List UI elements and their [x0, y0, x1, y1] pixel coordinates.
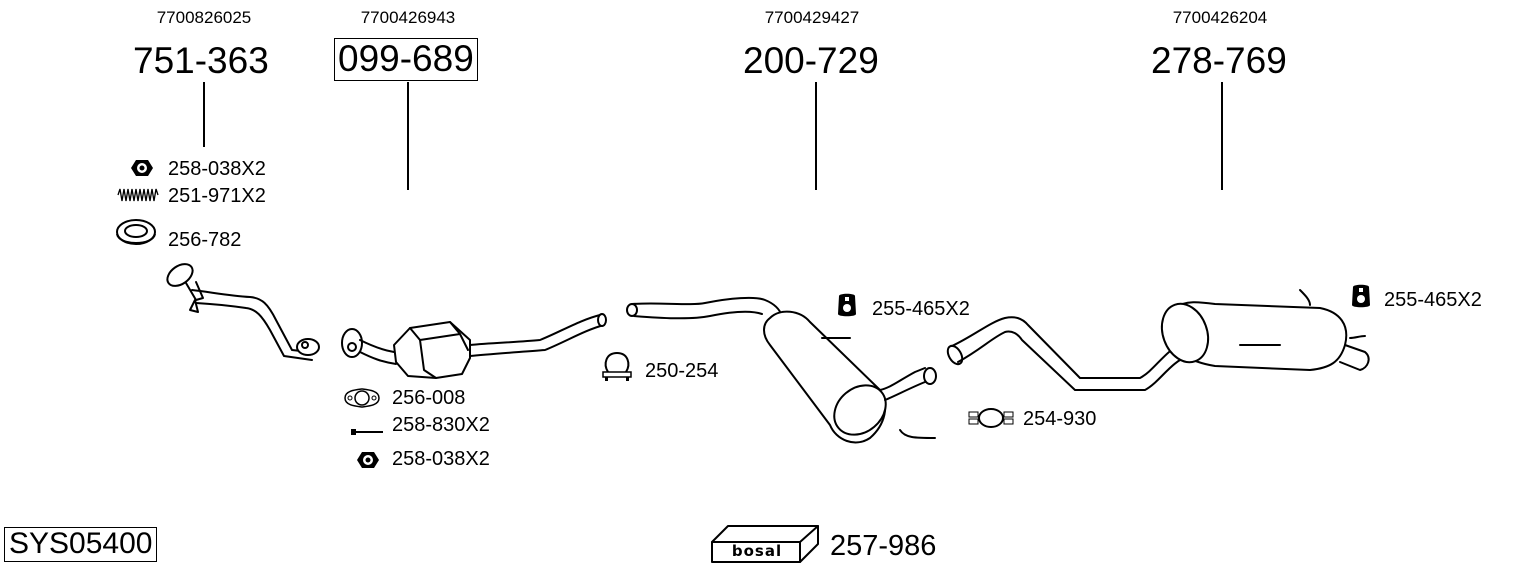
nut-icon — [131, 160, 153, 176]
accessory-label[interactable]: 258-038X2 — [392, 448, 490, 470]
accessory-label[interactable]: 258-830X2 — [392, 414, 490, 436]
seal-ring-icon — [116, 219, 156, 245]
oem-number-4: 7700426204 — [1172, 8, 1268, 27]
mounting-kit-number[interactable]: 257-986 — [830, 530, 937, 562]
accessory-label[interactable]: 254-930 — [1023, 408, 1097, 430]
part-number-200-729[interactable]: 200-729 — [743, 40, 879, 81]
catalytic-converter-drawing — [341, 313, 607, 379]
accessory-label[interactable]: 258-038X2 — [168, 158, 266, 180]
oem-number-1: 7700826025 — [156, 8, 252, 27]
nut-icon — [357, 452, 379, 468]
part-number-278-769[interactable]: 278-769 — [1151, 40, 1287, 81]
bosal-logo: bosal — [731, 542, 783, 560]
accessory-label[interactable]: 251-971X2 — [168, 185, 266, 207]
bolt-icon — [351, 429, 383, 435]
middle-muffler-drawing — [626, 296, 937, 444]
mounting-kit-box-drawing — [711, 525, 819, 563]
front-pipe-drawing — [166, 263, 320, 361]
part-number-751-363[interactable]: 751-363 — [133, 40, 269, 81]
accessory-label[interactable]: 256-008 — [392, 387, 466, 409]
oem-number-3: 7700429427 — [764, 8, 860, 27]
gasket-icon — [344, 388, 380, 408]
accessory-label[interactable]: 255-465X2 — [872, 298, 970, 320]
band-clamp-icon — [968, 408, 1014, 428]
accessory-label[interactable]: 256-782 — [168, 229, 242, 251]
spring-icon — [117, 188, 159, 202]
oem-number-2: 7700426943 — [360, 8, 456, 27]
part-number-099-689[interactable]: 099-689 — [334, 38, 478, 81]
rubber-hanger-icon — [838, 293, 856, 317]
accessory-label[interactable]: 250-254 — [645, 360, 719, 382]
accessory-label[interactable]: 255-465X2 — [1384, 289, 1482, 311]
rubber-hanger-icon — [1352, 284, 1370, 308]
u-clamp-icon — [602, 351, 632, 381]
system-code-box: SYS05400 — [4, 527, 158, 562]
rear-muffler-drawing — [946, 289, 1370, 391]
